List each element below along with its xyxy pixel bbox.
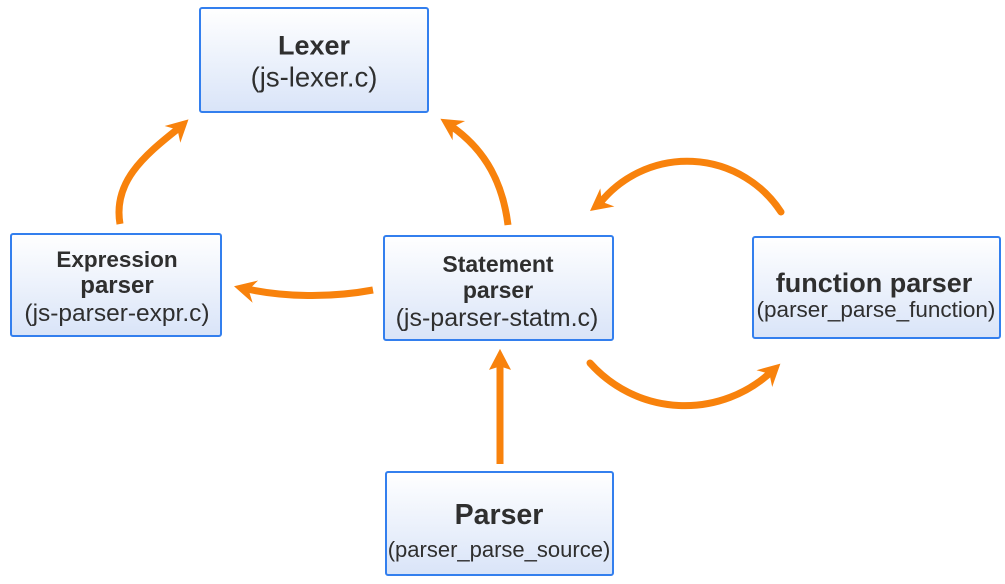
svg-text:(js-parser-expr.c): (js-parser-expr.c) bbox=[24, 300, 209, 327]
svg-text:(js-parser-statm.c): (js-parser-statm.c) bbox=[396, 304, 599, 332]
svg-text:function parser: function parser bbox=[776, 268, 973, 298]
svg-text:(js-lexer.c): (js-lexer.c) bbox=[251, 62, 378, 93]
svg-text:Statement: Statement bbox=[442, 251, 554, 277]
svg-text:Lexer: Lexer bbox=[278, 31, 351, 61]
svg-text:(parser_parse_function): (parser_parse_function) bbox=[757, 297, 996, 322]
svg-text:parser: parser bbox=[463, 277, 533, 303]
svg-text:parser: parser bbox=[80, 272, 153, 299]
svg-text:Expression: Expression bbox=[56, 247, 177, 272]
svg-text:(parser_parse_source): (parser_parse_source) bbox=[388, 537, 611, 562]
svg-text:Parser: Parser bbox=[455, 499, 544, 531]
